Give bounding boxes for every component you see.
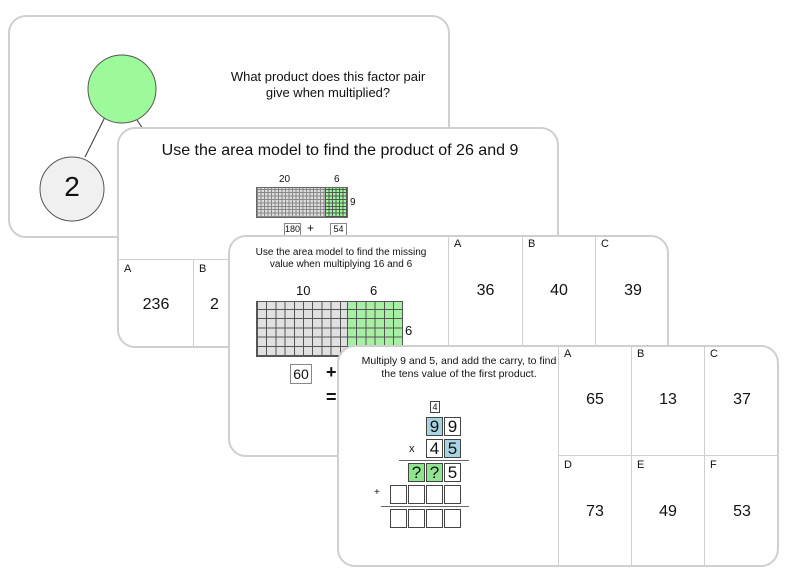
answer-option-e[interactable]: E 49 [632,456,705,565]
plus-sign: + [307,221,315,235]
empty-digit-box [408,509,425,528]
area-model [256,187,348,218]
answer-option-a[interactable]: A 36 [449,237,523,347]
partial-product: 60 [290,364,312,384]
answer-digit-box[interactable]: ? [426,463,443,482]
option-letter: D [564,459,572,471]
area-label-ones: 6 [370,283,378,298]
empty-digit-box [444,509,461,528]
option-value: 39 [624,281,642,299]
question-text: Use the area model to find the product o… [161,142,519,159]
empty-digit-box [444,485,461,504]
area-side-label: 9 [350,197,356,208]
plus-sign: + [326,362,337,382]
empty-digit-box [390,509,407,528]
area-side-label: 6 [405,323,413,338]
times-sign: x [409,443,415,455]
option-value: 236 [142,295,170,313]
option-letter: E [637,459,645,471]
answer-grid: A 36 B 40 C 39 [448,237,667,347]
answer-option-d[interactable]: D 73 [559,456,632,565]
answer-option-b[interactable]: B 40 [523,237,596,347]
answer-option-a[interactable]: A 65 [559,347,632,456]
area-label-tens: 10 [296,283,311,298]
digit-box: 9 [444,417,461,436]
option-value: 2 [210,295,219,313]
option-value: 13 [659,391,677,408]
option-value: 40 [550,281,568,299]
option-value: 36 [476,281,495,299]
question-text: Use the area model to find the missing v… [255,247,427,270]
empty-digit-box [390,485,407,504]
divider-line [381,506,469,507]
carry-digit: 4 [430,401,440,413]
option-letter: C [710,348,718,360]
answer-option-c[interactable]: C 37 [705,347,777,456]
option-letter: C [601,238,609,250]
option-value: 73 [586,502,604,520]
option-letter: A [454,238,462,250]
divider-line [399,460,469,461]
digit-box: 5 [444,463,461,482]
area-label-tens: 20 [279,174,291,185]
digit-box: 4 [426,439,443,458]
option-value: 49 [659,502,677,520]
option-letter: B [528,238,536,250]
answer-option-f[interactable]: F 53 [705,456,777,565]
digit-box: 9 [426,417,443,436]
answer-digit-box[interactable]: ? [408,463,425,482]
answer-option-b[interactable]: B 13 [632,347,705,456]
empty-digit-box [426,485,443,504]
option-letter: B [637,348,645,360]
option-letter: B [199,263,207,275]
option-value: 53 [733,502,751,520]
factor-tree [39,54,157,222]
option-value: 37 [733,391,751,408]
digit-box: 5 [444,439,461,458]
area-label-ones: 6 [334,174,340,185]
question-text: What product does this factor pair give … [230,69,426,100]
empty-digit-box [408,485,425,504]
option-letter: A [564,348,572,360]
answer-option-a[interactable]: A 236 [119,260,194,346]
plus-sign: + [374,487,380,498]
equals-sign: = [326,387,337,407]
option-letter: A [124,263,132,275]
answer-grid: A 65 B 13 C 37 D 73 E 49 F 53 [558,347,777,565]
option-value: 65 [586,391,604,408]
factor-value: 2 [64,171,80,202]
empty-digit-box [426,509,443,528]
question-text: Multiply 9 and 5, and add the carry, to … [361,355,557,380]
answer-option-c[interactable]: C 39 [596,237,667,347]
question-card-4[interactable]: Multiply 9 and 5, and add the carry, to … [337,345,779,567]
option-letter: F [710,459,717,471]
